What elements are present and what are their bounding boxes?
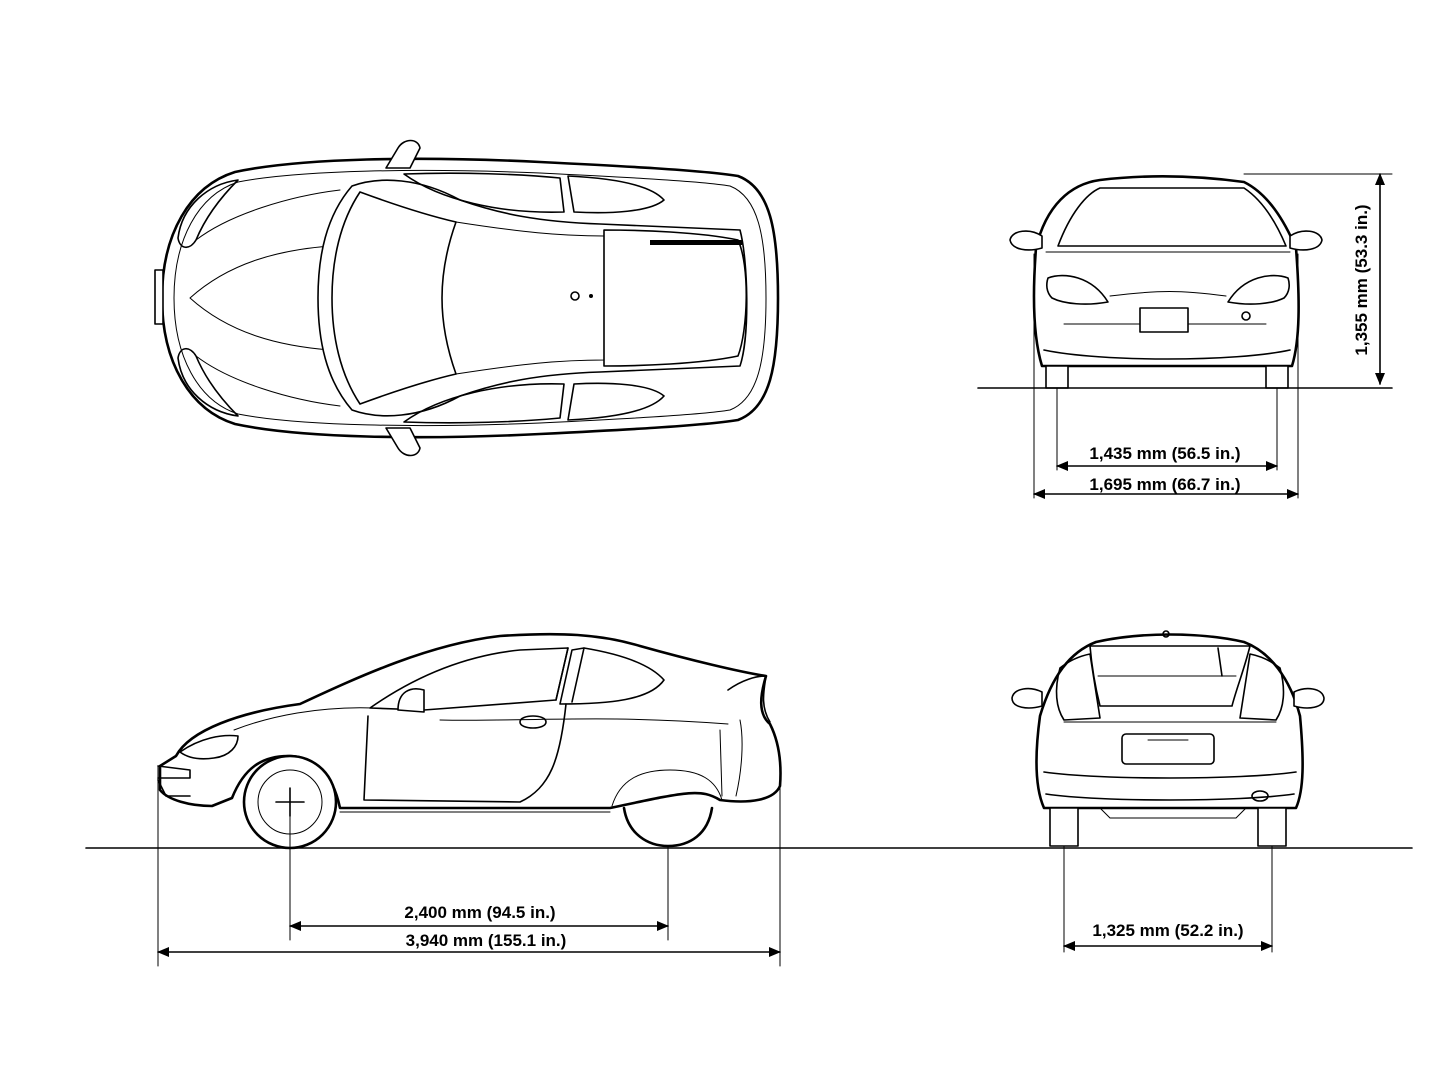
top-view-side-window-lower [403, 383, 565, 424]
front-view-headlamp-right [1227, 274, 1290, 305]
front-view-windshield [1057, 187, 1287, 247]
top-view-hood-line-upper [195, 189, 341, 241]
side-view-rear-flare [719, 719, 743, 797]
rear-view-tyre-left [1049, 807, 1079, 847]
rear-track-label: 1,325 mm (52.2 in.) [1092, 921, 1243, 940]
rear-view-mirror-right [1293, 687, 1325, 709]
top-view-mirror-lower [385, 427, 421, 457]
side-view-spoiler [727, 675, 771, 723]
rear-view-underbody [1099, 807, 1247, 819]
top-view-headlamp-left [177, 179, 239, 249]
overall-width-label: 1,695 mm (66.7 in.) [1089, 475, 1240, 494]
front-track-label: 1,435 mm (56.5 in.) [1089, 444, 1240, 463]
front-view-plate [1139, 307, 1189, 333]
rear-view: 1,325 mm (52.2 in.) [1011, 630, 1325, 953]
rear-view-exhaust [1251, 790, 1269, 802]
front-view-fog-lamp [1241, 311, 1251, 321]
rear-view-wiper [1217, 647, 1223, 677]
top-view-inner-outline [173, 169, 767, 427]
top-view-wiper [650, 240, 742, 245]
rear-view-bumper [1043, 771, 1297, 801]
side-view-b-pillar [555, 647, 585, 703]
top-view-headlamp-right [177, 347, 239, 417]
front-view-grille [1109, 291, 1227, 297]
rear-view-body [1035, 633, 1304, 810]
top-view-mirror-upper [385, 139, 421, 169]
top-view [154, 139, 780, 457]
front-view-body [1032, 175, 1300, 368]
rear-view-tyre-right [1257, 807, 1287, 847]
side-view-headlamp [179, 734, 239, 760]
top-view-cabin [317, 179, 748, 417]
side-view-mirror [397, 688, 425, 713]
top-view-hood-line-lower [195, 355, 341, 407]
top-view-side-window-upper [403, 172, 565, 213]
front-view: 1,435 mm (56.5 in.) 1,695 mm (66.7 in.) … [977, 173, 1393, 499]
side-view-front-bumper [157, 765, 191, 797]
top-view-antenna-dot [589, 294, 593, 298]
rear-view-taillamp-right [1239, 653, 1285, 721]
side-view-window-rear [559, 647, 665, 705]
side-view-hood-line [233, 707, 375, 731]
rear-view-mirror-left [1011, 687, 1043, 709]
front-view-tyre-left [1045, 365, 1069, 389]
height-label: 1,355 mm (53.3 in.) [1352, 204, 1371, 355]
top-view-hood-center [189, 245, 331, 351]
top-view-rear-window-lower [567, 382, 665, 421]
side-view-door [363, 703, 567, 803]
front-view-headlamp-left [1046, 274, 1109, 305]
side-view-window-front [369, 647, 569, 711]
top-view-front-bumper [154, 269, 164, 325]
rear-view-brake-light [1162, 630, 1170, 638]
side-view-rear-skirt [611, 769, 723, 807]
side-view-door-handle [519, 715, 547, 729]
overall-length-label: 3,940 mm (155.1 in.) [406, 931, 567, 950]
rear-view-taillamp-left [1055, 653, 1101, 721]
front-view-mirror-left [1009, 230, 1043, 251]
front-view-mirror-right [1289, 230, 1323, 251]
side-view-character-line [439, 718, 729, 725]
top-view-antenna [570, 291, 580, 301]
top-view-rear-window-upper [567, 175, 665, 214]
wheelbase-label: 2,400 mm (94.5 in.) [404, 903, 555, 922]
rear-view-plate [1121, 733, 1215, 765]
front-view-lower-lip [1043, 349, 1291, 360]
side-view: 2,400 mm (94.5 in.) 3,940 mm (155.1 in.) [85, 632, 1413, 967]
side-view-rear-wheel [622, 806, 714, 848]
top-view-rear-glass [603, 229, 748, 367]
front-view-tyre-right [1265, 365, 1289, 389]
